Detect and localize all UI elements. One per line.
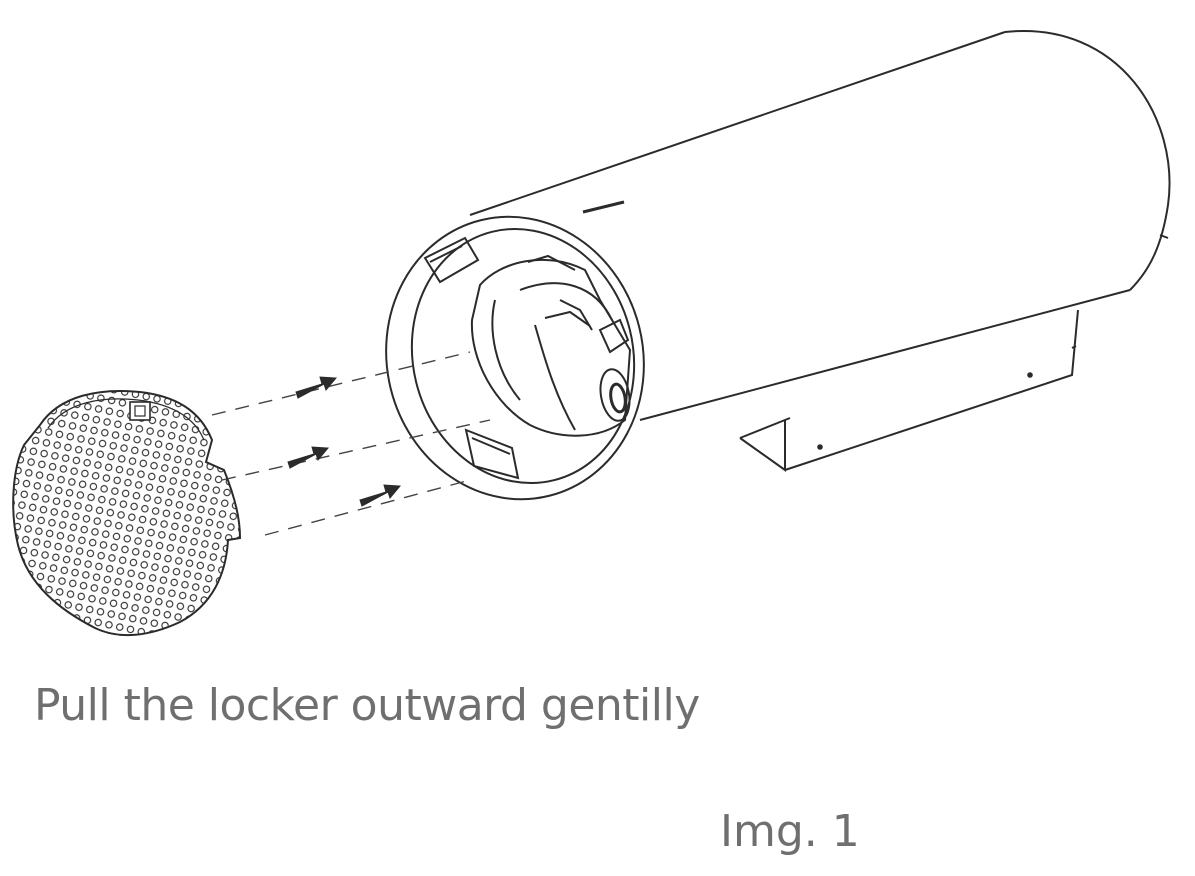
figure-label: Img. 1 <box>720 806 860 857</box>
perforated-locker-disc <box>12 389 242 637</box>
arrow-icon <box>295 376 338 399</box>
arrow-icon <box>359 484 402 507</box>
instruction-caption: Pull the locker outward gentilly <box>34 680 700 731</box>
front-flange <box>385 215 645 501</box>
arrow-icon <box>287 446 330 469</box>
pull-direction-arrows <box>287 376 402 507</box>
guide-lines <box>211 351 491 536</box>
camera-housing <box>469 30 1171 472</box>
